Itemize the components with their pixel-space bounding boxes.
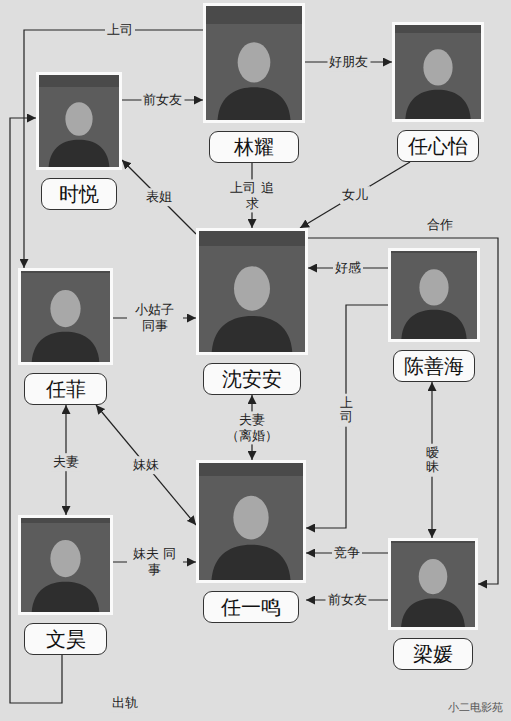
- character-name: 任心怡: [397, 130, 479, 162]
- relation-label: 好朋友: [327, 53, 370, 71]
- portrait-photo: [388, 248, 480, 342]
- relation-label: 暧昧: [425, 444, 440, 477]
- relation-label: 上司 追求: [224, 179, 280, 212]
- portrait-photo: [203, 3, 305, 123]
- portrait-silhouette: [391, 251, 477, 339]
- character-name: 任一鸣: [203, 591, 300, 623]
- relation-label: 妹夫 同事: [127, 545, 183, 578]
- relation-arrow: [24, 30, 203, 268]
- character-name: 陈善海: [393, 350, 475, 382]
- relation-label: 表姐: [144, 188, 174, 206]
- character-card: 时悦: [36, 72, 122, 210]
- character-card: 陈善海: [388, 248, 480, 382]
- character-name: 梁媛: [393, 638, 472, 670]
- watermark: 小二电影苑: [448, 700, 503, 715]
- relation-label: 竞争: [332, 544, 362, 562]
- relation-arrow: [308, 238, 498, 584]
- relation-label: 上司: [105, 21, 135, 39]
- relation-label: 妹妹: [131, 456, 161, 474]
- character-name: 沈安安: [203, 363, 302, 395]
- portrait-photo: [196, 228, 308, 355]
- relation-label: 合作: [425, 216, 455, 234]
- portrait-silhouette: [391, 541, 475, 627]
- relation-label: 前女友: [141, 91, 184, 109]
- portrait-silhouette: [21, 271, 110, 362]
- portrait-photo: [196, 460, 306, 583]
- character-card: 沈安安: [196, 228, 308, 395]
- portrait-silhouette: [21, 518, 110, 612]
- relation-label: 上司: [339, 394, 354, 427]
- character-name: 林耀: [209, 131, 299, 163]
- portrait-silhouette: [395, 25, 481, 119]
- relation-arrow: [300, 162, 410, 228]
- relation-label: 夫妻 （离婚）: [224, 411, 280, 444]
- relation-arrow: [96, 405, 196, 525]
- portrait-photo: [392, 22, 484, 122]
- character-card: 任菲: [18, 268, 113, 405]
- portrait-photo: [36, 72, 122, 170]
- character-card: 梁媛: [388, 538, 478, 670]
- relation-label: 好感: [333, 259, 363, 277]
- character-name: 时悦: [41, 178, 117, 210]
- portrait-silhouette: [199, 463, 303, 580]
- relation-label: 夫妻: [51, 453, 81, 471]
- portrait-photo: [18, 515, 113, 615]
- relation-label: 女儿: [340, 186, 370, 204]
- portrait-silhouette: [206, 6, 302, 120]
- relation-arrow: [122, 160, 196, 234]
- portrait-silhouette: [39, 75, 119, 167]
- character-name: 文昊: [24, 623, 108, 655]
- character-card: 任心怡: [392, 22, 484, 162]
- character-card: 任一鸣: [196, 460, 306, 623]
- relation-arrow: [306, 305, 388, 528]
- portrait-silhouette: [199, 231, 305, 352]
- portrait-photo: [18, 268, 113, 365]
- portrait-photo: [388, 538, 478, 630]
- character-name: 任菲: [24, 373, 108, 405]
- relation-label: 出轨: [110, 694, 140, 712]
- relation-label: 小姑子 同事: [127, 301, 183, 334]
- relation-label: 前女友: [326, 591, 369, 609]
- character-card: 文昊: [18, 515, 113, 655]
- character-card: 林耀: [203, 3, 305, 163]
